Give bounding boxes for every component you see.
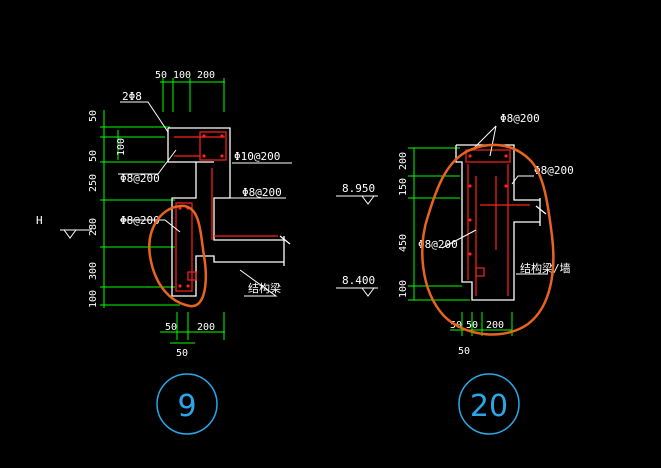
detail-9-left-dim-5: 280 xyxy=(88,218,99,236)
detail-9-left-dim-4: 250 xyxy=(88,174,99,192)
detail-9-left-dim-2: 100 xyxy=(116,138,127,156)
detail-9-label-stirrup-2: Φ10@200 xyxy=(234,150,280,163)
detail-20-number: 20 xyxy=(470,389,508,424)
detail-20: Φ8@200 Φ8@200 Φ8@200 8.950 8.400 结构梁/墙 2… xyxy=(336,112,574,435)
detail-9-dimension-lines xyxy=(100,78,225,344)
detail-9-bottom-dim-3: 50 xyxy=(176,348,188,359)
detail-9-label-stirrup-1: Φ8@200 xyxy=(120,172,160,185)
detail-20-left-dim-4: 100 xyxy=(398,280,409,298)
detail-20-number-circle xyxy=(458,373,520,435)
detail-20-bottom-dim-3: 200 xyxy=(486,320,504,331)
detail-20-bottom-dim-4: 50 xyxy=(458,346,470,357)
detail-20-label-stirrup-right: Φ8@200 xyxy=(534,164,574,177)
detail-9-bottom-dim-2: 200 xyxy=(197,322,215,333)
detail-9-label-beam: 结构梁 xyxy=(248,281,281,295)
detail-9-rebar xyxy=(174,131,278,292)
detail-9-number: 9 xyxy=(177,389,196,424)
detail-9-top-dim-2: 100 xyxy=(173,70,191,81)
detail-9-number-circle xyxy=(156,373,218,435)
detail-9-label-level: H xyxy=(36,214,43,227)
detail-9-label-stirrup-3: Φ8@200 xyxy=(242,186,282,199)
detail-9-top-dim-1: 50 xyxy=(155,70,167,81)
detail-9-left-dim-6: 300 xyxy=(88,262,99,280)
detail-9-left-dim-7: 100 xyxy=(88,290,99,308)
detail-20-label-stirrup-left: Φ8@200 xyxy=(418,238,458,251)
detail-20-elevation-lower: 8.400 xyxy=(342,274,375,287)
detail-20-left-dim-1: 200 xyxy=(398,152,409,170)
detail-20-label-stirrup-top: Φ8@200 xyxy=(500,112,540,125)
detail-9-markup-highlight[interactable] xyxy=(148,204,207,308)
detail-20-rebar-dots xyxy=(468,154,508,256)
detail-9-left-dim-1: 50 xyxy=(88,110,99,122)
detail-9-top-dim-3: 200 xyxy=(197,70,215,81)
detail-9: 50 100 200 50 100 50 250 280 300 100 50 … xyxy=(36,70,292,435)
detail-9-label-bar-top: 2Φ8 xyxy=(122,90,142,103)
detail-20-rebar xyxy=(465,149,530,296)
detail-9-left-dim-3: 50 xyxy=(88,150,99,162)
detail-20-label-beam: 结构梁/墙 xyxy=(520,261,571,275)
detail-20-bottom-dim-2: 50 xyxy=(466,320,478,331)
detail-9-label-stirrup-4: Φ8@200 xyxy=(120,214,160,227)
detail-20-left-dim-2: 150 xyxy=(398,178,409,196)
detail-20-left-dim-3: 450 xyxy=(398,234,409,252)
detail-20-elevation-upper: 8.950 xyxy=(342,182,375,195)
detail-9-rebar-dots xyxy=(178,134,224,288)
detail-20-leaders xyxy=(336,125,548,297)
detail-9-leaders xyxy=(60,101,292,297)
detail-9-bottom-dim-1: 50 xyxy=(165,322,177,333)
detail-20-markup-highlight[interactable] xyxy=(421,143,555,336)
detail-20-section-outline xyxy=(455,144,547,301)
